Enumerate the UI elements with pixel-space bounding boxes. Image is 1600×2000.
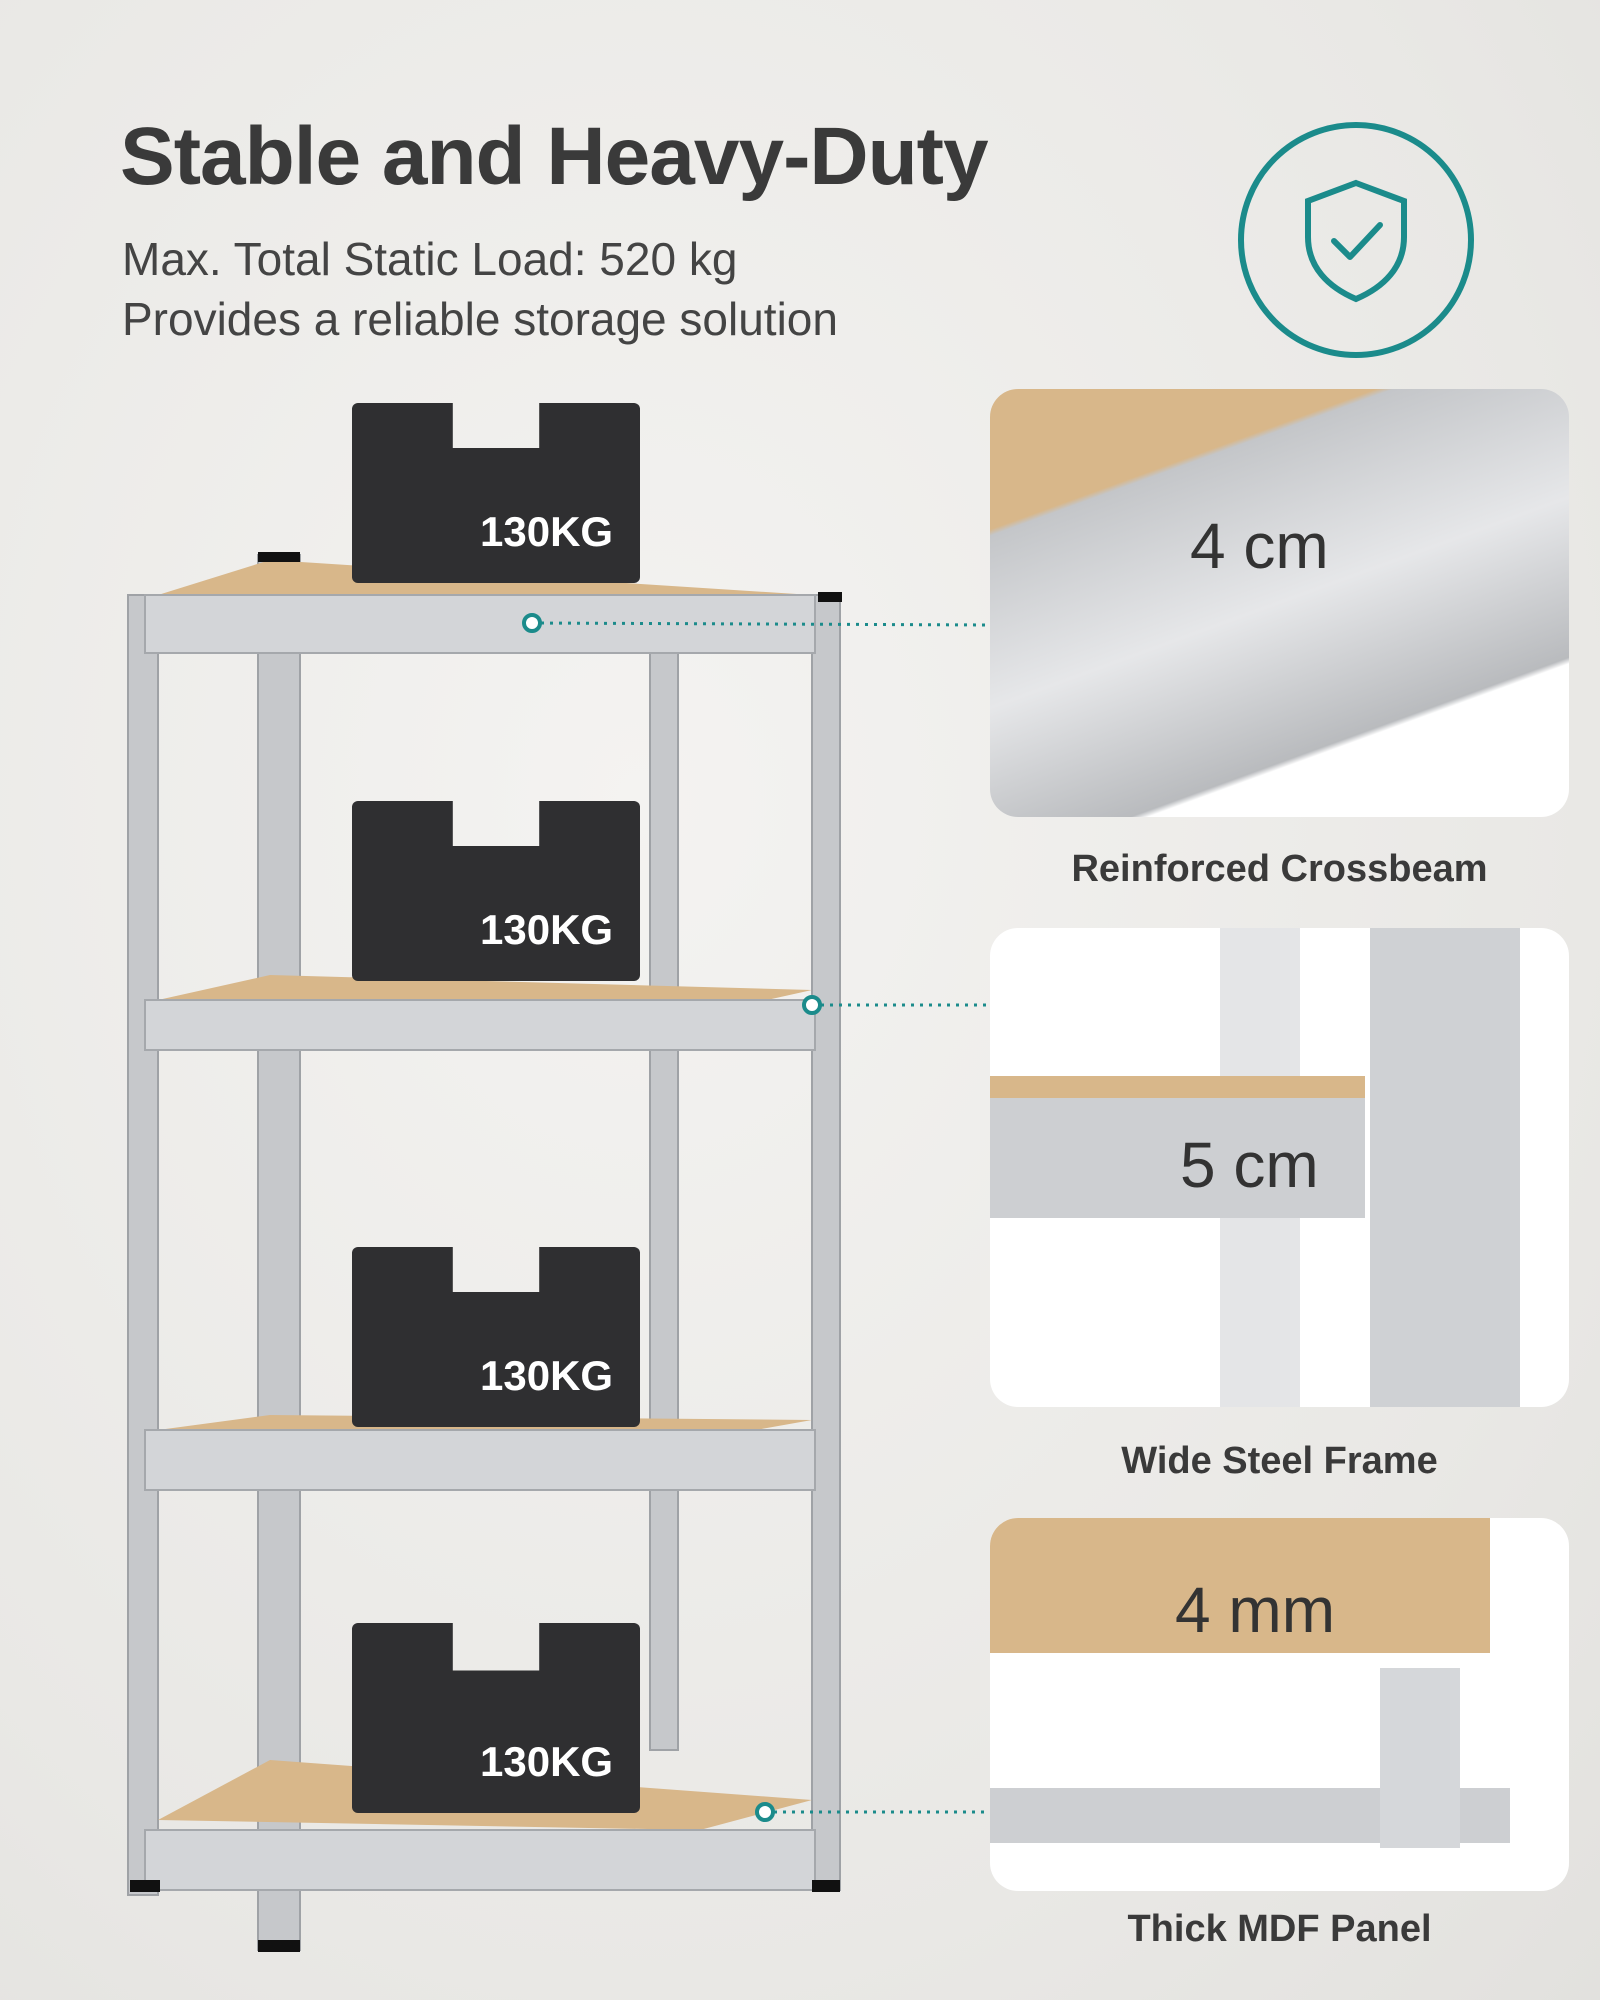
weight-block: 130KG (352, 1247, 640, 1427)
upright-left-back (127, 594, 159, 1896)
frame-measure: 5 cm (1180, 1129, 1319, 1201)
mdf-label: Thick MDF Panel (1127, 1908, 1432, 1950)
load-spec: Max. Total Static Load: 520 kg (122, 233, 738, 285)
crossbeam-label: Reinforced Crossbeam (1071, 848, 1488, 890)
mdf-measure: 4 mm (1175, 1574, 1335, 1646)
shield-check-icon (1238, 122, 1474, 358)
page-title: Stable and Heavy-Duty (120, 111, 989, 202)
crossbeam-measure: 4 cm (1190, 510, 1329, 582)
tagline: Provides a reliable storage solution (122, 293, 838, 345)
crossbeam-detail-image: 4 cm (990, 389, 1569, 817)
upright-left-front (257, 554, 301, 1951)
frame-detail-image: 5 cm (990, 928, 1569, 1407)
mdf-detail-image: 4 mm (990, 1518, 1569, 1891)
frame-label: Wide Steel Frame (1121, 1440, 1438, 1482)
